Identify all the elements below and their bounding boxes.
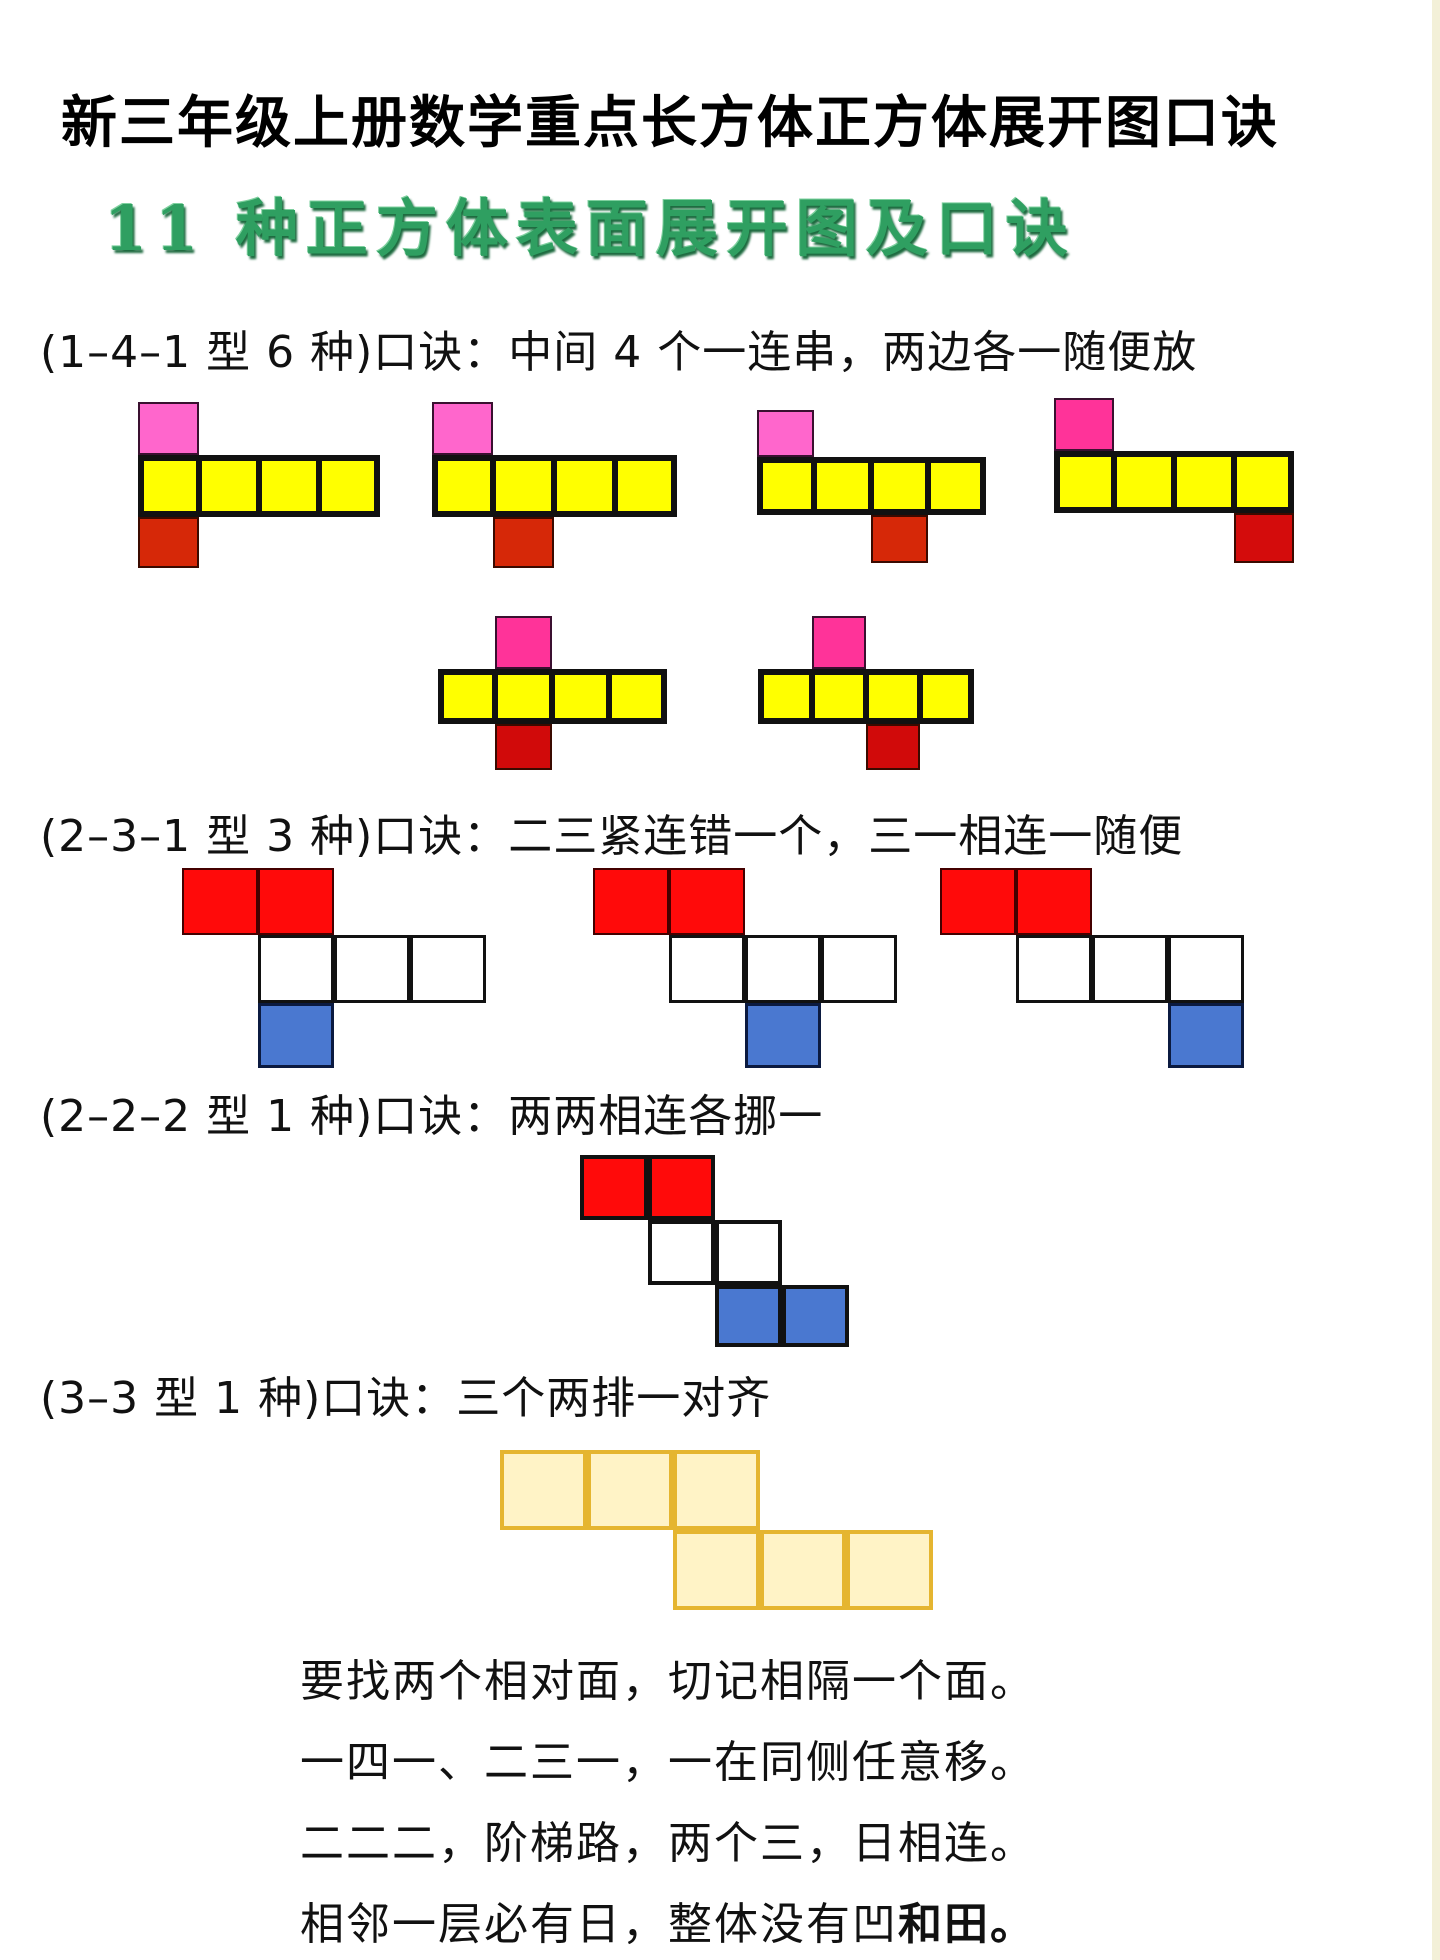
middle-face (866, 669, 920, 724)
blue-face (258, 1003, 334, 1068)
top-face (757, 410, 814, 457)
section-heading-1-4-1: (1–4–1 型 6 种)口诀：中间 4 个一连串，两边各一随便放 (40, 327, 1198, 378)
middle-face (812, 669, 866, 724)
rhyme-line-4: 相邻一层必有日，整体没有凹和田。 (300, 1888, 1036, 1952)
page-title: 新三年级上册数学重点长方体正方体展开图口诀 (61, 90, 1279, 156)
middle-face (1174, 451, 1234, 513)
section-heading-2-3-1: (2–3–1 型 3 种)口诀：二三紧连错一个，三一相连一随便 (40, 811, 1184, 862)
bottom-face (871, 515, 928, 563)
middle-face (493, 455, 554, 517)
middle-face (758, 669, 812, 724)
middle-face (615, 455, 677, 517)
middle-face (259, 455, 319, 517)
white-face (1016, 935, 1092, 1003)
middle-face (928, 457, 986, 515)
middle-face (1234, 451, 1294, 513)
section-heading-3-3: (3–3 型 1 种)口诀：三个两排一对齐 (40, 1373, 772, 1424)
white-face (821, 935, 897, 1003)
white-face (745, 935, 821, 1003)
middle-face (438, 669, 495, 724)
section-heading-2-2-2: (2–2–2 型 1 种)口诀：两两相连各挪一 (40, 1091, 824, 1142)
middle-face (871, 457, 928, 515)
middle-face (552, 669, 609, 724)
middle-face (814, 457, 871, 515)
red-face (940, 868, 1016, 935)
white-face (669, 935, 745, 1003)
red-face (669, 868, 745, 935)
blue-face (1168, 1003, 1244, 1068)
blue-face (715, 1285, 782, 1347)
middle-face (1114, 451, 1174, 513)
middle-face (319, 455, 380, 517)
top-face (812, 616, 866, 669)
middle-face (609, 669, 667, 724)
rhyme-line-3: 二二二，阶梯路，两个三，日相连。 (300, 1818, 1036, 1869)
white-face (334, 935, 410, 1003)
rhyme-line-4-bold-tail: 和田。 (898, 1899, 1036, 1950)
red-face (648, 1155, 715, 1220)
cream-face (673, 1530, 760, 1610)
red-face (580, 1155, 648, 1220)
middle-face (138, 455, 199, 517)
middle-face (554, 455, 615, 517)
cream-face (760, 1530, 846, 1610)
top-face (495, 616, 552, 669)
top-face (138, 402, 199, 455)
rhyme-line-1: 要找两个相对面，切记相隔一个面。 (300, 1656, 1036, 1707)
bottom-face (493, 517, 554, 568)
red-face (1016, 868, 1092, 935)
bottom-face (495, 724, 552, 770)
white-face (715, 1220, 782, 1285)
middle-face (920, 669, 974, 724)
cream-face (673, 1450, 760, 1530)
bottom-face (866, 724, 920, 770)
rhyme-line-2: 一四一、二三一，一在同侧任意移。 (300, 1737, 1036, 1788)
cream-face (500, 1450, 587, 1530)
middle-face (757, 457, 814, 515)
middle-face (495, 669, 552, 724)
page-edge-stripe (1432, 0, 1440, 1960)
cream-face (846, 1530, 933, 1610)
red-face (182, 868, 258, 935)
cream-face (587, 1450, 673, 1530)
white-face (1092, 935, 1168, 1003)
blue-face (745, 1003, 821, 1068)
middle-face (432, 455, 493, 517)
top-face (432, 402, 493, 455)
middle-face (1054, 451, 1114, 513)
red-face (258, 868, 334, 935)
white-face (648, 1220, 715, 1285)
middle-face (199, 455, 259, 517)
white-face (410, 935, 486, 1003)
blue-face (782, 1285, 849, 1347)
bottom-face (1234, 513, 1294, 563)
page-subtitle: 11 种正方体表面展开图及口诀 (104, 192, 1076, 265)
white-face (258, 935, 334, 1003)
white-face (1168, 935, 1244, 1003)
bottom-face (138, 517, 199, 568)
top-face (1054, 398, 1114, 451)
rhyme-line-4-text: 相邻一层必有日，整体没有凹 (300, 1899, 898, 1950)
red-face (593, 868, 669, 935)
